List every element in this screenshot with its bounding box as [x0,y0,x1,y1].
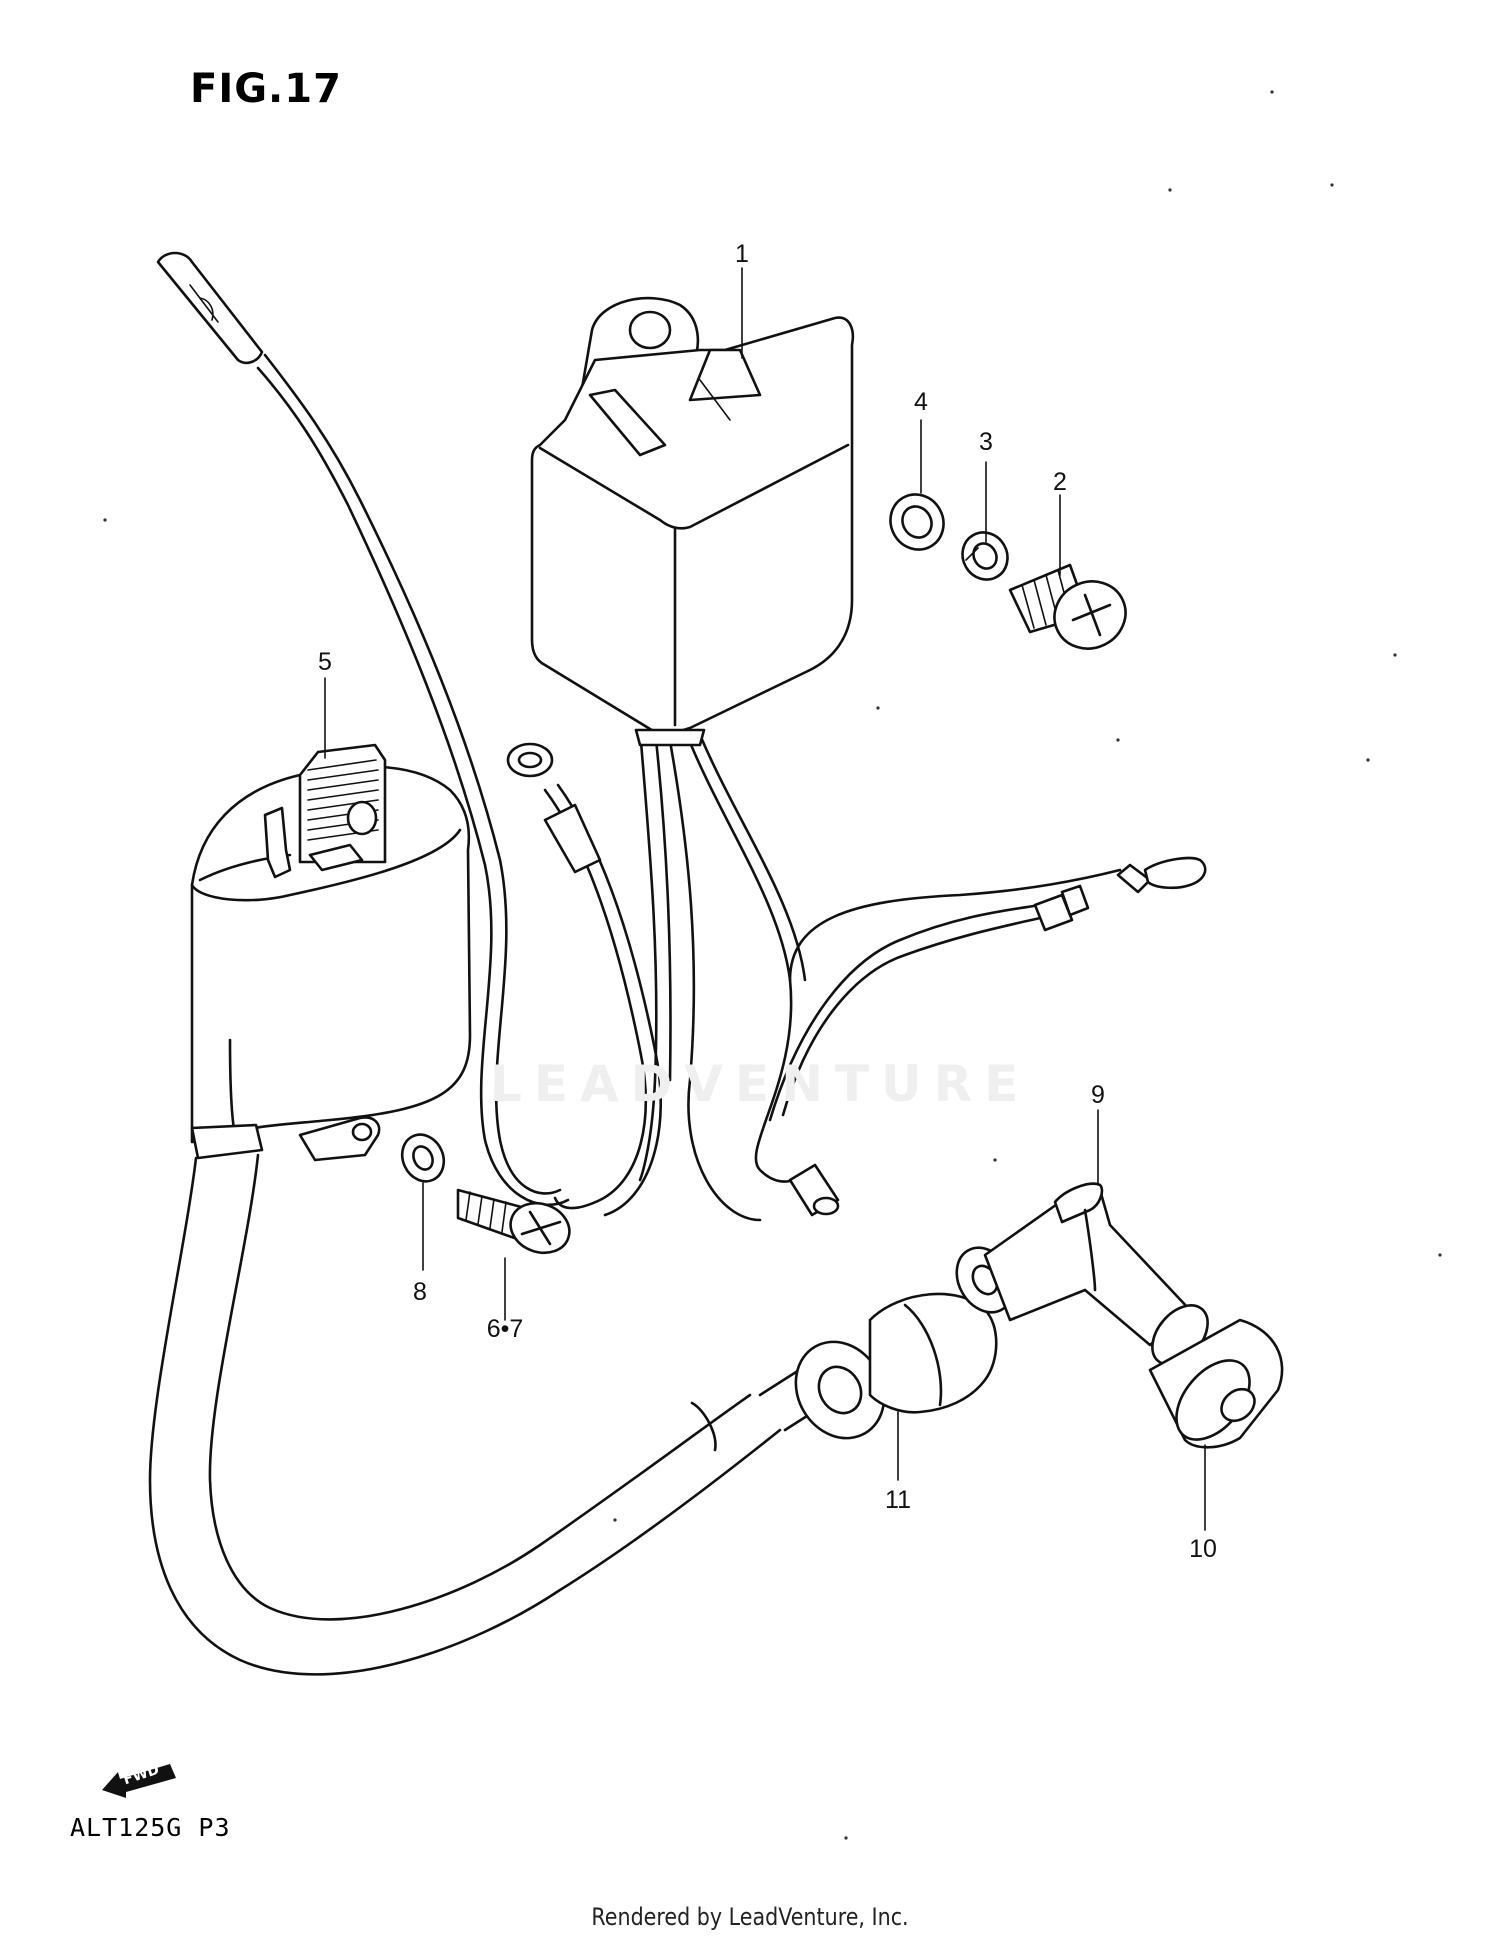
female-connector [1033,884,1090,932]
callout-9: 9 [1091,1081,1105,1109]
callout-labels: 1 2 3 4 5 6•7 8 9 10 11 [318,240,1217,1563]
callout-1: 1 [735,240,749,268]
callout-8: 8 [413,1278,427,1306]
cable-grommet [794,1292,998,1440]
ignition-coil [190,743,472,1162]
coil-screw [456,1188,571,1255]
callout-4: 4 [914,388,928,416]
coil-lock-washer [400,1133,446,1183]
wire-terminal [156,251,264,365]
lower-connector [788,1163,840,1217]
footer-credit: Rendered by LeadVenture, Inc. [591,1903,909,1931]
figure-title: FIG.17 [190,66,342,112]
callout-11: 11 [885,1486,911,1514]
callout-2: 2 [1053,468,1067,496]
cap-seal [1148,1318,1284,1449]
scan-specks [103,90,1442,1840]
flat-washer [889,493,945,551]
leader-lines [324,267,1206,1531]
cdi-unit [530,296,855,747]
callout-3: 3 [979,428,993,456]
callout-10: 10 [1189,1535,1217,1563]
fwd-arrow-icon [102,1764,176,1798]
lock-washer [961,531,1009,581]
watermark: LEADVENTURE [490,1055,1031,1113]
bullet-connector [1116,856,1207,894]
model-code: ALT125G P3 [70,1813,231,1842]
callout-6-7: 6•7 [487,1315,524,1343]
wiring-harness [256,353,1122,1222]
high-tension-cable [148,1153,842,1676]
mounting-bolt [1008,563,1127,650]
ring-terminal [506,742,602,874]
callout-5: 5 [318,648,332,676]
